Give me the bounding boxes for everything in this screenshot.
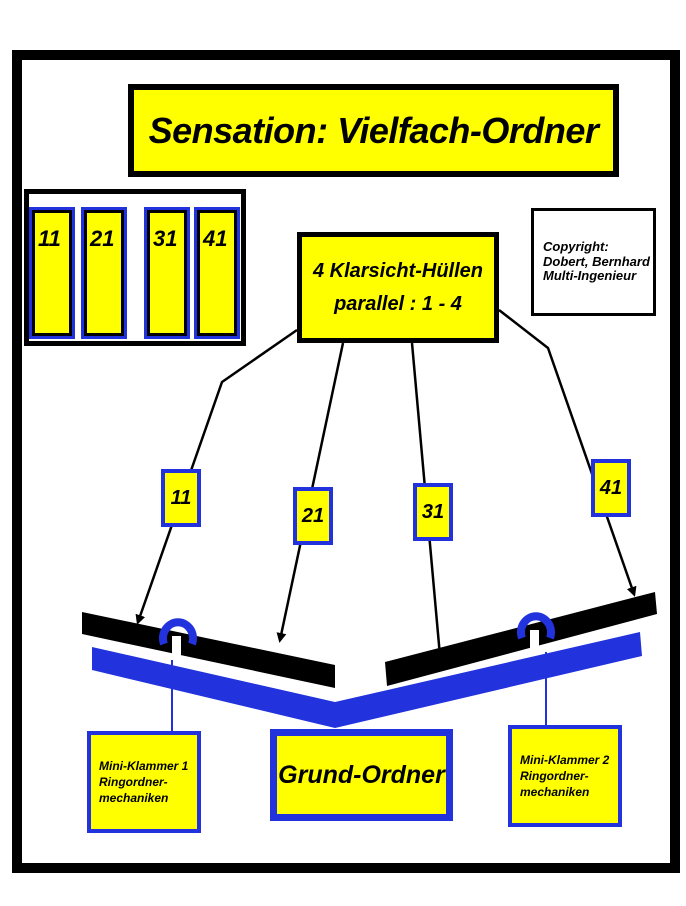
sleeve-tag-label: 41 bbox=[599, 476, 623, 499]
sleeves-info-line-2: parallel : 1 - 4 bbox=[334, 292, 462, 315]
overview-card-label: 11 bbox=[38, 226, 61, 251]
copyright-line-2: Dobert, Bernhard bbox=[543, 253, 650, 269]
sleeve-tag-11: 11 bbox=[161, 469, 201, 527]
sleeves-info-line-1: 4 Klarsicht-Hüllen bbox=[312, 259, 484, 282]
sleeve-tag-21: 21 bbox=[293, 487, 333, 545]
clip-1-box: Mini-Klammer 1 Ringordner- mechaniken bbox=[87, 731, 201, 833]
copyright-box: Copyright: Dobert, Bernhard Multi-Ingeni… bbox=[531, 208, 656, 316]
sleeve-tag-label: 31 bbox=[421, 500, 445, 523]
sleeve-tag-label: 11 bbox=[170, 486, 192, 509]
connector-41 bbox=[498, 309, 637, 597]
sleeve-tag-31: 31 bbox=[413, 483, 453, 541]
sleeve-overview-panel: 11 21 31 41 bbox=[24, 189, 246, 346]
sleeves-info-box: 4 Klarsicht-Hüllen parallel : 1 - 4 bbox=[297, 232, 499, 343]
clip-1-line-1: Mini-Klammer 1 bbox=[99, 758, 189, 773]
overview-card-label: 31 bbox=[153, 226, 178, 251]
clip-2-line-3: mechaniken bbox=[520, 785, 590, 800]
overview-card-4: 41 bbox=[194, 207, 240, 339]
base-binder-label-box: Grund-Ordner bbox=[270, 729, 453, 821]
overview-card-2: 21 bbox=[81, 207, 127, 339]
clip-1-line-2: Ringordner- bbox=[99, 774, 168, 789]
sleeve-tag-41: 41 bbox=[591, 459, 631, 517]
clip-2-box: Mini-Klammer 2 Ringordner- mechaniken bbox=[508, 725, 622, 827]
overview-card-3: 31 bbox=[144, 207, 190, 339]
clip-1-line-3: mechaniken bbox=[99, 791, 169, 806]
copyright-line-3: Multi-Ingenieur bbox=[543, 268, 637, 284]
title-box: Sensation: Vielfach-Ordner bbox=[128, 84, 619, 177]
left-sleeve-strip bbox=[82, 612, 335, 688]
connector-11 bbox=[135, 328, 298, 625]
right-sleeve-strip bbox=[385, 592, 657, 686]
sleeve-tag-label: 21 bbox=[301, 504, 325, 527]
overview-card-label: 41 bbox=[203, 226, 228, 251]
diagram-title: Sensation: Vielfach-Ordner bbox=[148, 109, 599, 151]
base-binder-shape bbox=[92, 632, 642, 728]
clip-2-line-1: Mini-Klammer 2 bbox=[520, 752, 610, 767]
copyright-line-1: Copyright: bbox=[543, 238, 609, 254]
ring-mechanism-1 bbox=[159, 618, 197, 660]
overview-card-label: 21 bbox=[90, 226, 115, 251]
clip-2-line-2: Ringordner- bbox=[520, 768, 589, 783]
overview-card-1: 11 bbox=[29, 207, 75, 339]
base-binder-label: Grund-Ordner bbox=[278, 760, 445, 789]
ring-mechanism-2 bbox=[517, 612, 555, 654]
